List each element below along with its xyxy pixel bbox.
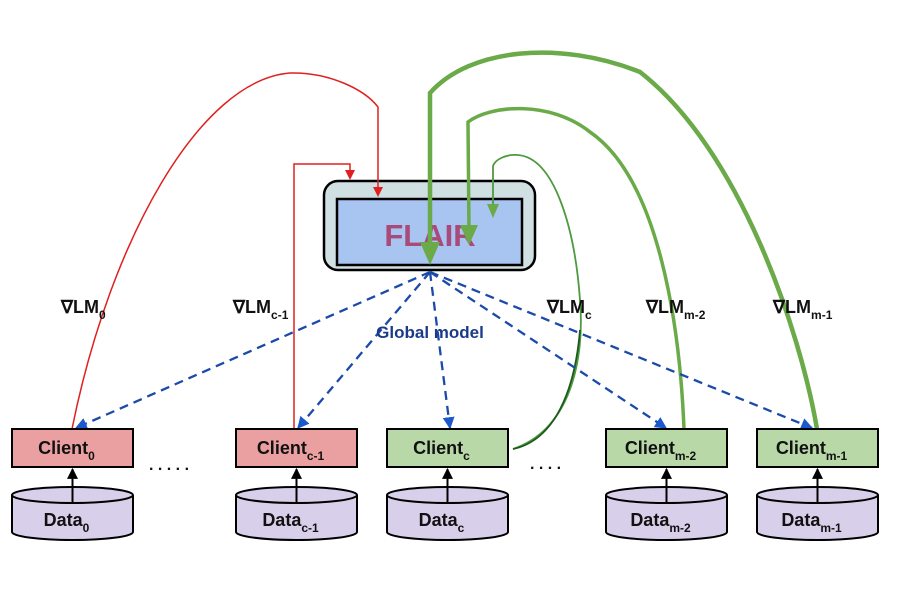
data-label: Data0 <box>44 510 90 535</box>
broadcast-arrows <box>74 270 814 430</box>
arrowhead <box>345 170 355 180</box>
client-box <box>756 428 879 468</box>
data-label: Datac-1 <box>262 510 319 535</box>
data-label: Datam-1 <box>781 510 842 535</box>
client-label: Clientm-1 <box>776 438 848 463</box>
client-box <box>386 428 509 468</box>
broadcast-to-client-c-1 <box>297 271 431 429</box>
broadcast-to-client-c <box>428 271 455 430</box>
broadcast-to-client-m-1 <box>429 270 814 430</box>
client-label: Client0 <box>38 438 95 463</box>
ellipsis-left: . . . . . <box>149 457 189 474</box>
grad-label-c-1: ∇LMc-1 <box>232 297 289 322</box>
client-box <box>235 428 358 468</box>
ellipsis-right: . . . . <box>530 456 561 473</box>
client-box <box>605 428 728 468</box>
upload-arrows-green <box>420 50 820 450</box>
grad-label-m-1: ∇LMm-1 <box>772 297 833 322</box>
client-label: Clientm-2 <box>625 438 697 463</box>
grad-arrow-client-c <box>492 154 582 450</box>
grad-arrow-client-m-1 <box>427 50 820 430</box>
gradient-labels: ∇LM0 ∇LMc-1 ∇LMc ∇LMm-2 ∇LMm-1 <box>60 297 833 322</box>
data-cylinder-body <box>756 495 879 541</box>
client-box <box>11 428 134 468</box>
grad-arrow-client-m-2 <box>466 106 686 430</box>
data-label: Datac <box>419 510 465 535</box>
data-cylinder-body <box>235 495 358 541</box>
broadcast-to-client-m-2 <box>429 271 668 429</box>
arrowhead <box>420 242 440 265</box>
grad-arrow-client-c-1 <box>293 163 351 429</box>
data-cylinder-body <box>11 495 134 541</box>
arrowhead <box>487 204 499 218</box>
grad-label-m-2: ∇LMm-2 <box>645 297 706 322</box>
clients-layer: Client0Data0Clientc-1Datac-1ClientcDatac… <box>11 428 879 541</box>
data-cylinder-body <box>386 495 509 541</box>
data-cylinder-body <box>605 495 728 541</box>
global-model-label: Global model <box>376 323 484 342</box>
arrowhead <box>460 225 478 245</box>
grad-label-c: ∇LMc <box>546 297 592 322</box>
grad-arrow-client-c-lower <box>512 329 581 450</box>
arrowhead <box>373 187 383 197</box>
grad-arrow-client-0 <box>71 72 379 430</box>
grad-label-0: ∇LM0 <box>60 297 106 322</box>
upload-arrows-red <box>71 72 383 430</box>
client-label: Clientc <box>413 438 470 463</box>
broadcast-to-client-0 <box>74 270 431 430</box>
client-label: Clientc-1 <box>257 438 325 463</box>
data-label: Datam-2 <box>630 510 691 535</box>
